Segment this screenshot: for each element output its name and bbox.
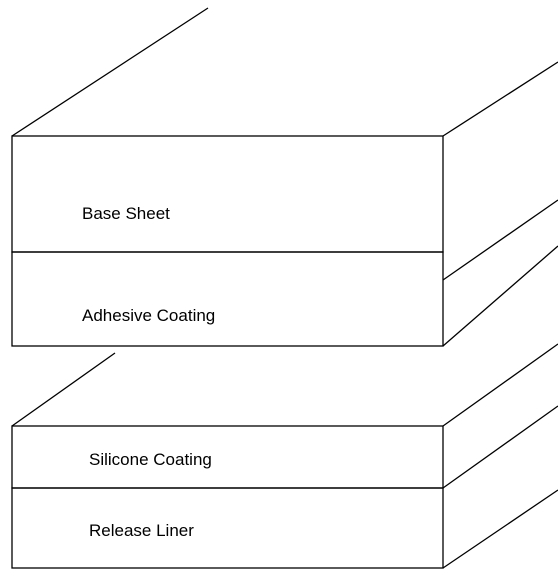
lower-liner-block: Silicone Coating Release Liner bbox=[11, 343, 558, 569]
upper-laminate-block: Base Sheet Adhesive Coating bbox=[11, 7, 558, 347]
lower-top-left-depth-edge bbox=[11, 352, 116, 427]
adhesive-coating-label: Adhesive Coating bbox=[82, 306, 215, 325]
upper-top-left-depth-edge bbox=[11, 7, 209, 137]
silicone-coating-layer bbox=[11, 425, 444, 489]
release-liner-label: Release Liner bbox=[89, 521, 194, 540]
adhesive-coating-layer bbox=[11, 251, 444, 347]
silicone-liner-interface-depth-edge bbox=[442, 405, 558, 489]
base-sheet-layer bbox=[11, 135, 444, 253]
lower-bottom-right-depth-edge bbox=[442, 489, 558, 569]
base-adhesive-interface-depth-edge bbox=[442, 199, 558, 281]
upper-top-right-depth-edge bbox=[442, 61, 558, 137]
lower-top-right-depth-edge bbox=[442, 343, 558, 427]
upper-bottom-right-depth-edge bbox=[442, 245, 558, 347]
release-liner-layer bbox=[11, 487, 444, 569]
silicone-coating-label: Silicone Coating bbox=[89, 450, 212, 469]
base-sheet-label: Base Sheet bbox=[82, 204, 170, 223]
